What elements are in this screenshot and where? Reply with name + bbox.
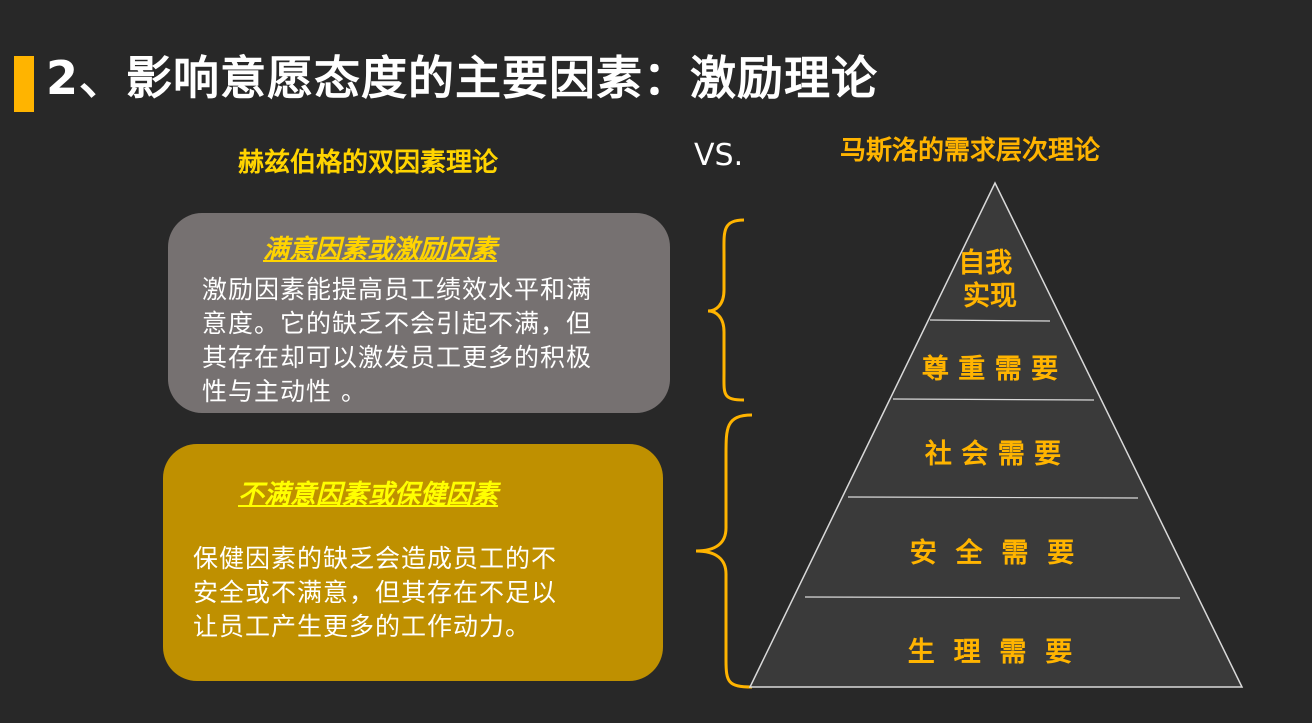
lower-brace (695, 413, 753, 689)
pyramid-divider (847, 496, 1139, 499)
hygiene-factors-title: 不满意因素或保健因素 (238, 480, 499, 510)
vs-label: VS. (694, 138, 744, 173)
description-line: 其存在却可以激发员工更多的积极 (202, 343, 593, 372)
pyramid-divider (892, 398, 1095, 401)
tier-esteem: 尊 重 需 要 (922, 354, 1058, 385)
tier-physiological: 生 理 需 要 (908, 637, 1072, 668)
motivator-factors-title: 满意因素或激励因素 (263, 235, 498, 265)
page-title: 2、影响意愿态度的主要因素：激励理论 (46, 51, 879, 105)
title-accent-bar (14, 56, 34, 112)
description-line: 安全或不满意，但其存在不足以 (193, 578, 558, 607)
hygiene-factors-description: 保健因素的缺乏会造成员工的不 安全或不满意，但其存在不足以 让员工产生更多的工作… (193, 542, 653, 644)
herzberg-heading: 赫兹伯格的双因素理论 (238, 148, 499, 178)
tier-self-actualization: 自我 实现 (958, 247, 1021, 312)
pyramid-divider (929, 319, 1051, 322)
tier-social: 社 会 需 要 (925, 438, 1061, 470)
maslow-pyramid (748, 181, 1244, 688)
hygiene-factors-card: 不满意因素或保健因素 保健因素的缺乏会造成员工的不 安全或不满意，但其存在不足以… (163, 444, 663, 681)
description-line: 保健因素的缺乏会造成员工的不 (193, 544, 558, 573)
motivator-factors-description: 激励因素能提高员工绩效水平和满 意度。它的缺乏不会引起不满，但 其存在却可以激发… (202, 273, 652, 409)
description-line: 性与主动性 。 (202, 377, 367, 406)
tier-label-line: 自我 (958, 247, 1012, 279)
tier-label-line: 实现 (963, 280, 1017, 312)
description-line: 让员工产生更多的工作动力。 (193, 612, 532, 641)
upper-brace (707, 218, 745, 402)
pyramid-divider (804, 596, 1181, 599)
description-line: 意度。它的缺乏不会引起不满，但 (202, 309, 593, 338)
maslow-heading: 马斯洛的需求层次理论 (840, 136, 1101, 166)
motivator-factors-card: 满意因素或激励因素 激励因素能提高员工绩效水平和满 意度。它的缺乏不会引起不满，… (168, 213, 670, 413)
tier-safety: 安 全 需 要 (910, 537, 1074, 569)
description-line: 激励因素能提高员工绩效水平和满 (202, 275, 593, 304)
